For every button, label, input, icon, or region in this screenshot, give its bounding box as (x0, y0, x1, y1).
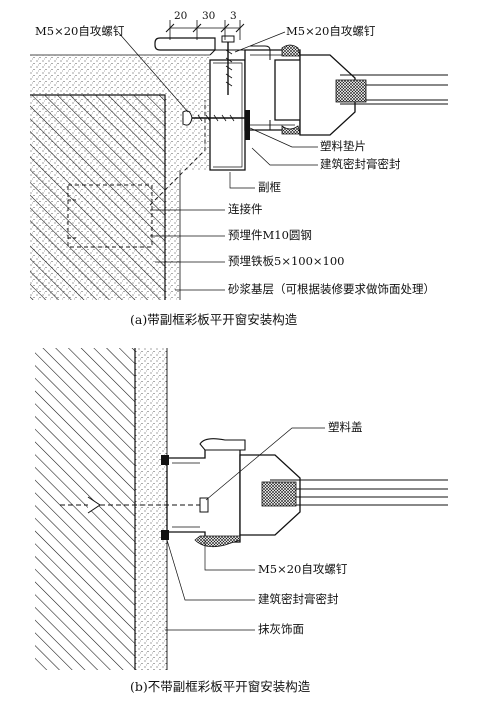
label-embedded-plate: 预埋铁板5×100×100 (228, 254, 345, 268)
label-plastic-pad: 塑料垫片 (320, 139, 366, 153)
figure-b (35, 348, 448, 670)
label-sealant-b: 建筑密封膏密封 (258, 592, 339, 606)
label-screw-left-a: M5×20自攻螺钉 (35, 24, 125, 38)
dimension-20: 20 (174, 10, 188, 22)
caption-b: (b)不带副框彩板平开窗安装构造 (130, 679, 311, 694)
dimension-30: 30 (202, 10, 216, 22)
glass-b (270, 479, 448, 506)
caption-a: (a)带副框彩板平开窗安装构造 (130, 312, 298, 327)
figure-a (30, 20, 448, 300)
label-sub-frame: 副框 (258, 180, 281, 194)
label-plastic-cap: 塑料盖 (328, 420, 363, 434)
sub-frame-a (209, 59, 246, 171)
label-screw-b: M5×20自攻螺钉 (258, 562, 348, 576)
label-plaster-finish: 抹灰饰面 (258, 622, 304, 636)
window-frame-b (166, 447, 241, 543)
embedded-plate-outline (67, 184, 153, 248)
wall-hatch-b (35, 348, 135, 670)
window-frame-a (244, 49, 301, 131)
label-sealant-a: 建筑密封膏密封 (320, 157, 401, 171)
plaster-b (135, 348, 167, 670)
connector-dashed (149, 100, 206, 206)
dimension-3: 3 (230, 10, 237, 22)
label-connector: 连接件 (228, 202, 263, 216)
label-mortar-base: 砂浆基层（可根据装修要求做饰面处理） (228, 282, 435, 296)
wall-hatch-a (30, 95, 165, 300)
label-screw-right-a: M5×20自攻螺钉 (286, 24, 376, 38)
label-embedded-steel: 预埋件M10圆钢 (228, 228, 312, 242)
glass-a (340, 74, 448, 105)
